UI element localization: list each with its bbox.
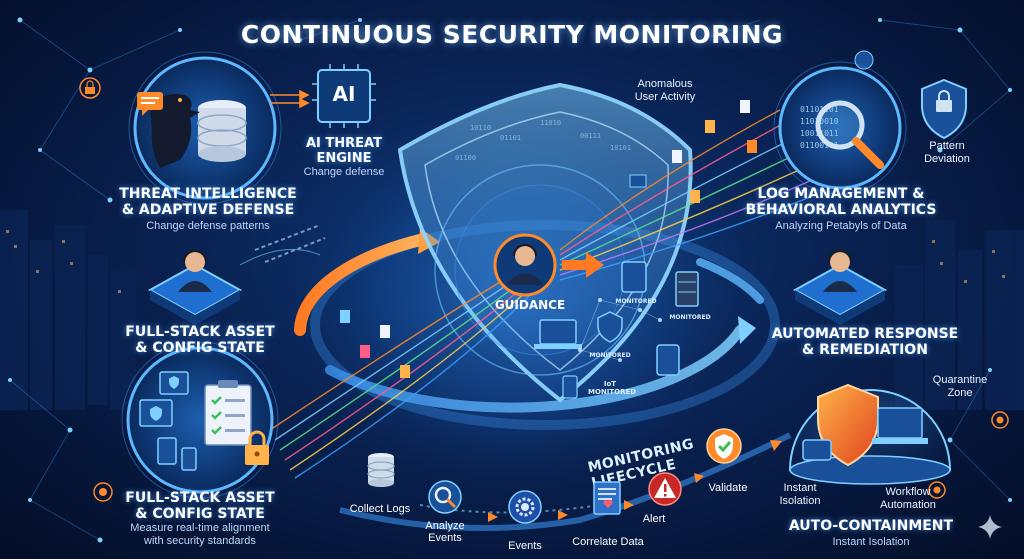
gear-icon [508,490,542,524]
monitored-devices [534,261,699,399]
database-icon [367,453,395,487]
guidance-operator [493,233,557,297]
log-mgmt-title: LOG MANAGEMENT & BEHAVIORAL ANALYTICS [745,186,937,218]
orange-arrow-icon [562,252,604,278]
phone-icon [802,439,832,461]
svg-text:10101: 10101 [610,144,631,152]
node-dot-icon [933,486,941,494]
svg-text:10110: 10110 [470,124,491,132]
monitored-label: MONITORED [615,298,657,305]
sparkle-icon [977,514,1003,540]
document-chips [340,100,757,378]
step-label: Correlate Data [572,536,644,548]
svg-text:00111: 00111 [580,132,601,140]
document-icon [593,481,621,515]
lock-node-icon [79,77,101,99]
asset-state-bottom-subtitle: Measure real-time alignment with securit… [130,522,270,547]
guidance-label: GUIDANCE [494,298,566,312]
operator-tile-right [792,250,888,325]
node-dot-icon [99,488,107,496]
padlock-icon [245,430,269,465]
check-shield-icon [706,428,742,464]
svg-text:01101101: 01101101 [800,105,839,114]
asset-state-bottom-title: FULL-STACK ASSET & CONFIG STATE [125,490,275,522]
page-title: CONTINUOUS SECURITY MONITORING [240,20,784,49]
laptop-icon [872,407,928,444]
checklist-icon [204,380,252,446]
threat-intel-subtitle: Change defense patterns [146,220,270,232]
ai-engine-title: AI THREAT ENGINE [306,136,382,166]
pattern-label: Pattern Deviation [924,140,970,165]
city-skyline-right [895,220,1024,410]
iot-monitored-label: IoT MONITORED [588,380,637,396]
city-skyline-left [0,210,136,410]
data-stream-left [269,269,531,479]
workflow-label: Workflow Automation [880,486,936,511]
ai-chip-icon [312,64,376,128]
network-nodes [8,17,1012,543]
step-collect-logs [366,452,396,488]
magnifier-icon [815,100,884,169]
anomalous-label: Anomalous User Activity [634,78,696,103]
network-lines [9,19,1011,541]
asset-state-title: FULL-STACK ASSET & CONFIG STATE [125,324,275,356]
svg-text:01100101: 01100101 [800,141,839,150]
monitored-label: MONITORED [669,314,711,321]
database-icon [197,100,247,162]
warning-icon [648,472,682,506]
step-correlate-data [590,480,624,516]
step-label: Alert [642,513,666,525]
step-analyze-events [428,480,462,514]
chat-bubble-icon [137,92,163,116]
auto-containment-title: AUTO-CONTAINMENT [788,518,954,534]
svg-text:01100: 01100 [455,154,476,162]
tablet-icon [139,371,189,427]
auto-response-title: AUTOMATED RESPONSE & REMEDIATION [771,326,959,358]
quarantine-label: Quarantine Zone [932,374,988,399]
ai-badge: AI [332,82,356,106]
phone-icon [157,437,197,471]
step-label: Validate [708,482,748,494]
isolation-label: Instant Isolation [779,482,821,507]
shield-lock-icon [921,78,967,140]
log-mgmt-subtitle: Analyzing Petabyls of Data [775,220,907,232]
step-label: Analyze Events [425,520,465,544]
node-dot-icon [996,416,1004,424]
step-alert [648,472,682,506]
magnifier-icon [428,480,462,514]
threat-intel-title: THREAT INTELLIGENCE & ADAPTIVE DEFENSE [119,186,297,218]
step-events [508,490,542,524]
operator-tile-left [147,250,243,325]
raven-icon [150,94,200,168]
svg-text:01101: 01101 [500,134,521,142]
node-ring-icon [928,481,946,499]
step-label: Events [508,540,542,552]
auto-containment-subtitle: Instant Isolation [832,536,910,548]
ai-engine-subtitle: Change defense [303,166,385,178]
step-label: Collect Logs [349,503,411,515]
svg-text:11010: 11010 [540,119,561,127]
monitored-label: MONITORED [589,352,631,359]
step-validate [706,428,742,464]
node-ring-icon [991,411,1009,429]
node-ring-icon [93,482,113,502]
